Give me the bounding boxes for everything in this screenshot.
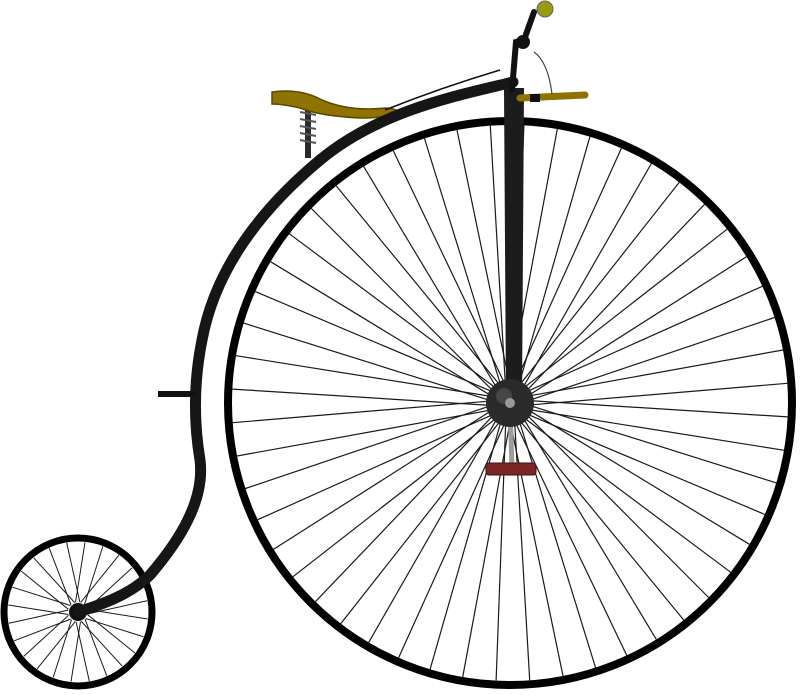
spoke <box>515 136 591 396</box>
spoke <box>462 412 513 678</box>
spoke <box>507 412 564 677</box>
spoke <box>36 621 76 670</box>
spoke <box>510 148 622 394</box>
spoke <box>80 621 123 667</box>
spoke <box>519 256 747 402</box>
spoke <box>8 609 69 624</box>
spoke <box>519 404 750 545</box>
spoke <box>429 410 505 670</box>
spoke <box>66 542 81 603</box>
spoke <box>14 618 71 642</box>
spoke <box>235 355 502 399</box>
rear-wheel-spokes <box>8 542 148 682</box>
spoke <box>289 233 505 396</box>
spoke <box>85 618 144 638</box>
spoke <box>517 408 657 640</box>
spoke <box>518 349 784 399</box>
rear-wheel <box>0 534 156 690</box>
spoke <box>273 404 501 550</box>
spoke <box>48 548 72 605</box>
head-bolt <box>516 35 530 49</box>
spoke <box>87 614 136 654</box>
spoke <box>514 228 728 395</box>
spoke <box>516 409 765 515</box>
spoke <box>518 407 785 451</box>
spoke <box>75 621 90 682</box>
spoke <box>515 410 597 668</box>
seat-spring <box>299 108 317 158</box>
spoke <box>512 182 680 394</box>
spoke <box>236 407 502 457</box>
spoke <box>510 412 628 656</box>
spoke <box>495 412 507 681</box>
spoke <box>12 586 71 606</box>
spoke <box>392 150 510 394</box>
spoke <box>310 208 502 400</box>
spoke <box>87 600 148 615</box>
front-fork <box>504 88 524 400</box>
spoke <box>512 412 685 621</box>
saddle-strap <box>384 69 501 111</box>
front-wheel-hub <box>486 379 534 427</box>
spoke <box>518 203 705 400</box>
spoke <box>517 163 652 397</box>
handle-grip-icon <box>536 0 554 18</box>
handlebar-right <box>516 91 589 102</box>
spoke <box>80 554 120 603</box>
spoke <box>52 619 72 678</box>
spoke <box>519 401 777 484</box>
spoke <box>245 402 501 490</box>
frame-backbone <box>72 76 519 618</box>
spoke <box>335 185 508 394</box>
spoke <box>75 542 86 603</box>
spoke <box>33 557 76 603</box>
spoke <box>398 412 510 658</box>
spoke <box>518 406 710 598</box>
spoke <box>363 166 503 398</box>
rear-wheel-tire <box>0 534 156 690</box>
spoke <box>84 619 108 676</box>
spoke <box>84 546 104 605</box>
spoke <box>456 129 513 394</box>
spoke <box>232 399 501 424</box>
spoke <box>315 406 502 603</box>
spoke <box>70 621 81 682</box>
spoke <box>257 409 504 521</box>
brake-cable <box>533 51 553 95</box>
spoke <box>20 570 69 610</box>
pedal <box>485 462 537 476</box>
spoke <box>8 604 69 615</box>
spoke <box>516 285 763 397</box>
spoke <box>292 411 506 578</box>
spoke <box>340 412 508 624</box>
spoke <box>519 399 788 418</box>
spoke <box>232 388 501 407</box>
spoke <box>23 614 69 657</box>
spoke <box>513 412 531 681</box>
spoke <box>519 316 775 404</box>
spoke <box>519 382 788 407</box>
spoke <box>515 410 731 573</box>
spoke <box>270 261 501 402</box>
spoke <box>489 125 507 394</box>
spoke <box>368 409 503 643</box>
spoke <box>255 291 504 397</box>
spoke <box>243 322 501 405</box>
spoke <box>423 138 505 396</box>
